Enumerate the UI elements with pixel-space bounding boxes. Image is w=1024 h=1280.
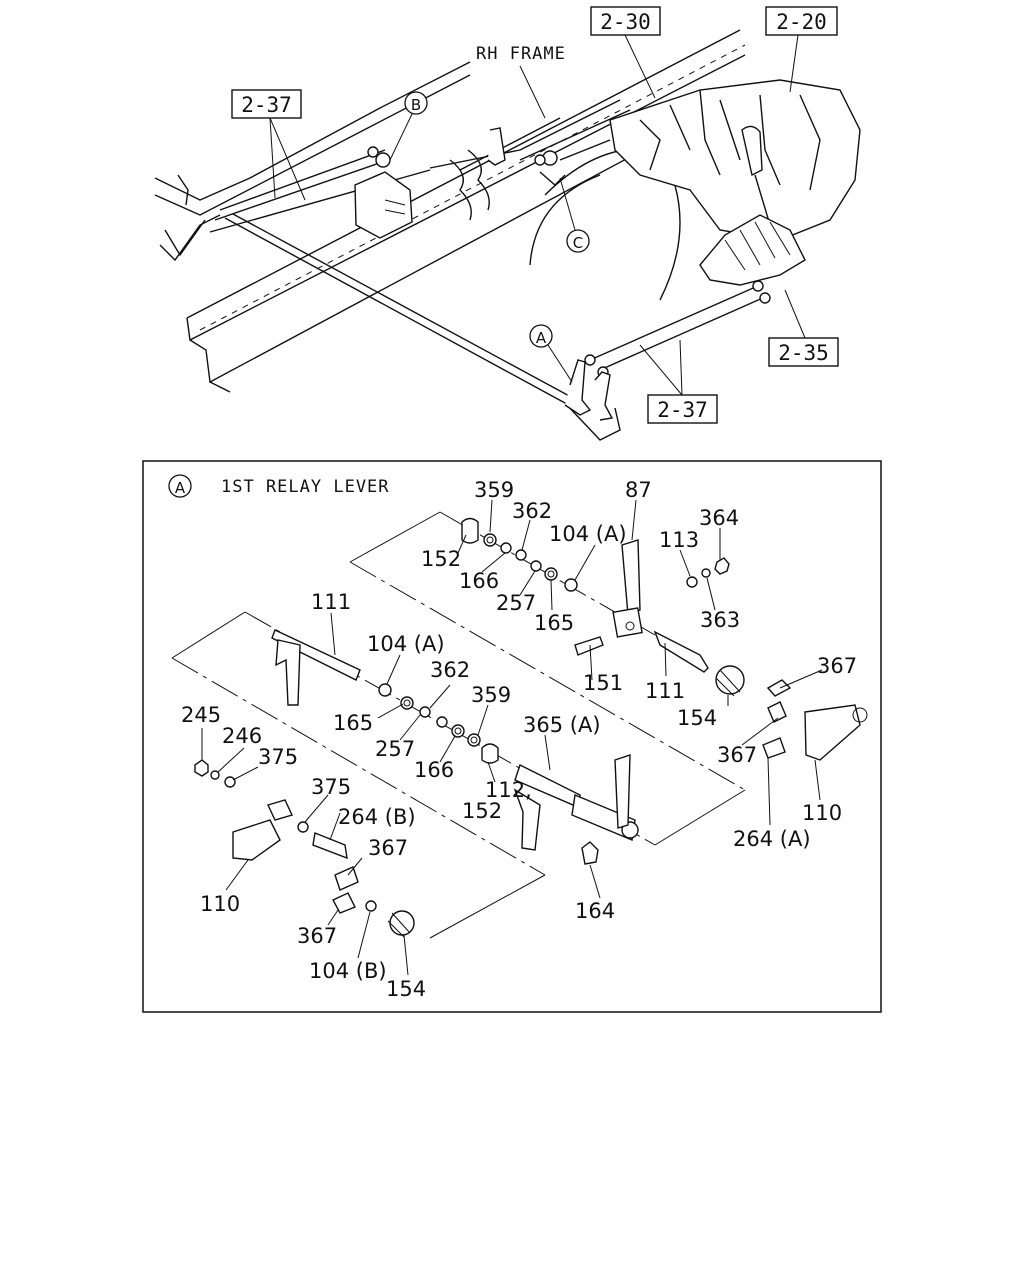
label-110-a: 110 <box>802 801 842 825</box>
svg-text:2-30: 2-30 <box>600 10 651 34</box>
ref-box-2-20: 2-20 <box>765 6 838 93</box>
svg-text:2-35: 2-35 <box>778 341 829 365</box>
label-154-a: 154 <box>677 706 717 730</box>
cables <box>209 99 771 378</box>
label-365-a: 365 (A) <box>523 713 601 737</box>
label-152-a: 152 <box>421 547 461 571</box>
ref-box-2-37-left: 2-37 <box>231 89 306 201</box>
label-164: 164 <box>575 899 615 923</box>
relay-lever-a <box>564 359 614 421</box>
label-359-b: 359 <box>471 683 511 707</box>
leader-lines <box>201 499 823 976</box>
label-363: 363 <box>700 608 740 632</box>
label-152-b: 152 <box>462 799 502 823</box>
label-246: 246 <box>222 724 262 748</box>
label-367-a: 367 <box>817 654 857 678</box>
label-264-b: 264 (B) <box>338 805 416 829</box>
overview-illustration: RH FRAME 2-30 2-20 2-37 2-35 2-37 <box>154 6 861 441</box>
label-257-a: 257 <box>496 591 536 615</box>
ref-box-2-37-bottom: 2-37 <box>639 339 718 424</box>
break-mark-2 <box>467 149 490 211</box>
label-165-b: 165 <box>333 711 373 735</box>
label-151: 151 <box>583 671 623 695</box>
label-362-b: 362 <box>430 658 470 682</box>
svg-text:2-37: 2-37 <box>241 93 292 117</box>
svg-text:B: B <box>411 96 421 114</box>
label-362-a: 362 <box>512 499 552 523</box>
bracket-b <box>354 146 413 239</box>
detail-title: 1ST RELAY LEVER <box>221 477 390 497</box>
label-104-a-1: 104 (A) <box>549 522 627 546</box>
label-367-d: 367 <box>297 924 337 948</box>
label-166-b: 166 <box>414 758 454 782</box>
shift-lever <box>699 125 806 286</box>
label-166-a: 166 <box>459 569 499 593</box>
detail-marker-circle <box>168 474 192 498</box>
label-111-a: 111 <box>311 590 351 614</box>
label-257-b: 257 <box>375 737 415 761</box>
label-375-a: 375 <box>258 745 298 769</box>
left-parts <box>194 629 639 938</box>
bracket-c <box>487 127 566 186</box>
label-245: 245 <box>181 703 221 727</box>
label-364: 364 <box>699 506 739 530</box>
upper-parts <box>461 517 868 761</box>
circle-c-marker: C <box>559 177 590 253</box>
label-112: 112, <box>485 778 532 802</box>
frame-rail <box>186 29 756 393</box>
svg-text:C: C <box>573 234 583 252</box>
cross-rod <box>224 213 621 441</box>
label-165-a: 165 <box>534 611 574 635</box>
label-111-b: 111 <box>645 679 685 703</box>
detail-marker: A <box>175 479 186 497</box>
label-264-a: 264 (A) <box>733 827 811 851</box>
label-113: 113 <box>659 528 699 552</box>
label-110-b: 110 <box>200 892 240 916</box>
ref-box-2-35: 2-35 <box>768 289 839 367</box>
svg-text:A: A <box>536 329 547 347</box>
detail-frame <box>142 460 882 1013</box>
svg-text:2-37: 2-37 <box>657 398 708 422</box>
transmission <box>609 79 861 241</box>
label-154-b: 154 <box>386 977 426 1001</box>
label-367-c: 367 <box>368 836 408 860</box>
label-87: 87 <box>625 478 652 502</box>
rh-frame-label: RH FRAME <box>476 44 566 64</box>
label-367-b: 367 <box>717 743 757 767</box>
ref-box-2-30: 2-30 <box>590 6 661 99</box>
upper-frame-section <box>154 61 471 262</box>
label-104-b: 104 (B) <box>309 959 387 983</box>
label-104-a-2: 104 (A) <box>367 632 445 656</box>
detail-relay-lever: A 1ST RELAY LEVER <box>142 460 882 1013</box>
circle-a-marker: A <box>529 324 573 383</box>
svg-text:2-20: 2-20 <box>776 10 827 34</box>
label-359-a: 359 <box>474 478 514 502</box>
label-375-b: 375 <box>311 775 351 799</box>
part-labels: 359 87 362 104 (A) 364 152 113 166 257 3… <box>181 478 857 1001</box>
circle-b-marker: B <box>389 91 428 161</box>
break-mark-1 <box>449 159 472 221</box>
